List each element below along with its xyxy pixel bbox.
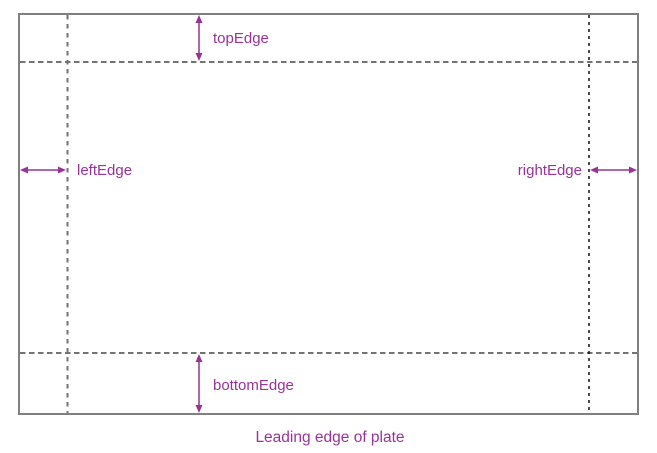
bottom-edge-label: bottomEdge (213, 377, 294, 394)
plate-outline (18, 13, 639, 415)
arrowhead-up-icon (195, 354, 203, 362)
arrowhead-right-icon (629, 166, 637, 174)
bottom-edge-arrow (195, 354, 203, 413)
top-edge-arrow (195, 15, 203, 61)
arrowhead-left-icon (590, 166, 598, 174)
diagram-caption: Leading edge of plate (255, 429, 404, 446)
arrowhead-down-icon (195, 405, 203, 413)
right-edge-arrow (590, 166, 637, 174)
top-edge-label: topEdge (213, 30, 269, 47)
arrowhead-left-icon (20, 166, 28, 174)
left-edge-arrow (20, 166, 66, 174)
left-edge-label: leftEdge (77, 162, 132, 179)
arrowhead-right-icon (58, 166, 66, 174)
right-edge-label: rightEdge (518, 162, 582, 179)
arrowhead-down-icon (195, 53, 203, 61)
arrowhead-up-icon (195, 15, 203, 23)
